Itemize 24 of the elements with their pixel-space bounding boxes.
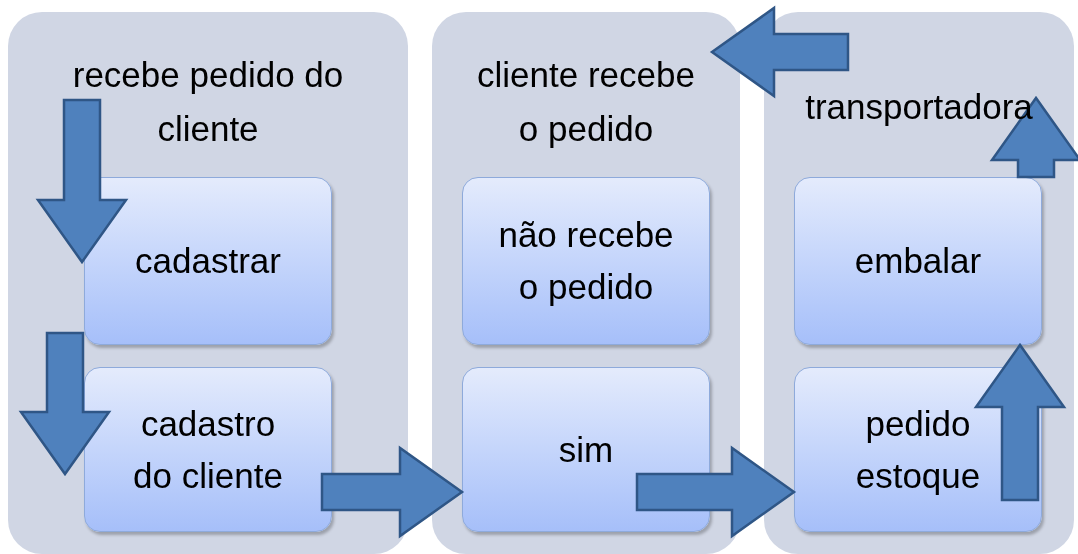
box-label: sim [557, 428, 615, 471]
swimlane-panel [8, 12, 408, 554]
process-box [794, 177, 1042, 345]
lane-heading: cliente recebe o pedido [476, 54, 696, 150]
process-box [84, 367, 332, 532]
swimlane-panel [764, 12, 1074, 554]
block-arrow [320, 445, 465, 539]
block-arrow [709, 5, 850, 99]
block-arrow [18, 331, 112, 477]
process-box [84, 177, 332, 345]
process-box [462, 367, 710, 532]
block-arrow [989, 95, 1078, 179]
box-label: embalar [853, 240, 983, 282]
process-box [462, 177, 710, 345]
box-label: cadastro do cliente [132, 402, 284, 497]
box-label: não recebe o pedido [497, 214, 675, 308]
block-arrow [635, 445, 797, 539]
block-arrow [35, 98, 129, 265]
lane-heading: transportadora [804, 86, 1034, 128]
swimlane-panel [432, 12, 740, 554]
block-arrow [973, 342, 1067, 502]
lane-heading: recebe pedido do cliente [71, 54, 345, 150]
box-label: pedido estoque [854, 402, 982, 497]
box-label: cadastrar [134, 240, 282, 282]
